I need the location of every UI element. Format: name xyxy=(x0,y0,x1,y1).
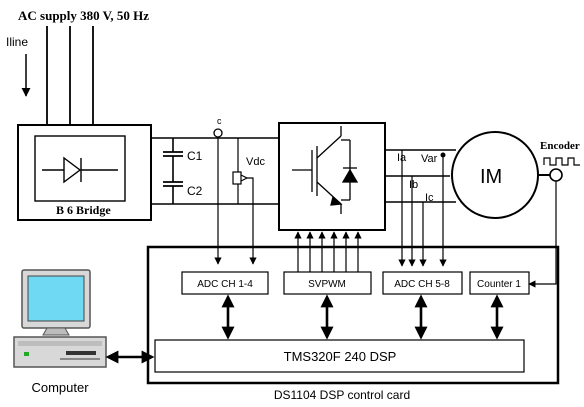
rectifier-label: B 6 Bridge xyxy=(56,203,111,217)
inverter-block xyxy=(278,122,386,231)
motor-label: IM xyxy=(480,166,502,188)
encoder-pulse-icon xyxy=(543,157,580,166)
current-c-label: Ic xyxy=(425,192,434,204)
counter-block xyxy=(469,271,530,295)
adc1-label: ADC CH 1-4 xyxy=(197,279,253,290)
supply-title: AC supply 380 V, 50 Hz xyxy=(18,8,149,23)
encoder-label: Encoder xyxy=(540,140,580,152)
voltage-ar-label: Var xyxy=(421,153,438,165)
adc1-voltage-wire xyxy=(247,177,257,265)
capacitor-c1-icon xyxy=(163,151,183,157)
dc-node-label: c xyxy=(217,116,222,126)
computer-label: Computer xyxy=(31,380,89,395)
rectifier-inner-box xyxy=(34,135,126,202)
voltage-tap-dot xyxy=(440,152,446,158)
adc1-block xyxy=(181,271,269,295)
igbt-icon xyxy=(292,126,359,214)
dc-current-sensor-icon xyxy=(213,128,223,138)
vdc-sensor-icon xyxy=(232,171,249,185)
encoder-signal-wire xyxy=(528,181,557,288)
svpwm-block xyxy=(283,271,372,295)
dc-bus-wires xyxy=(151,137,279,205)
encoder-icon xyxy=(549,168,563,182)
capacitor-c2-label: C2 xyxy=(187,184,203,198)
dsp-bus-arrows xyxy=(221,294,504,340)
capacitor-c2-icon xyxy=(163,181,183,187)
current-b-label: Ib xyxy=(409,179,418,191)
dsp-label: TMS320F 240 DSP xyxy=(284,349,397,364)
control-card-frame xyxy=(146,245,560,385)
supply-lines xyxy=(46,26,94,125)
adc2-feedback-wires xyxy=(398,150,447,267)
gate-signal-arrows xyxy=(294,231,362,272)
adc2-block xyxy=(382,271,463,295)
vdc-label: Vdc xyxy=(246,156,265,168)
dsp-block xyxy=(154,339,525,373)
computer-icon xyxy=(13,269,107,368)
svpwm-label: SVPWM xyxy=(308,279,346,290)
capacitor-c1-label: C1 xyxy=(187,149,203,163)
rectifier-block: B 6 Bridge xyxy=(17,124,152,221)
line-current-label: Iline xyxy=(6,35,28,49)
diode-icon xyxy=(42,156,118,184)
adc2-label: ADC CH 5-8 xyxy=(394,279,450,290)
motor-phase-wires xyxy=(385,149,456,203)
counter-label: Counter 1 xyxy=(477,279,521,290)
control-card-caption: DS1104 DSP control card xyxy=(274,388,410,402)
